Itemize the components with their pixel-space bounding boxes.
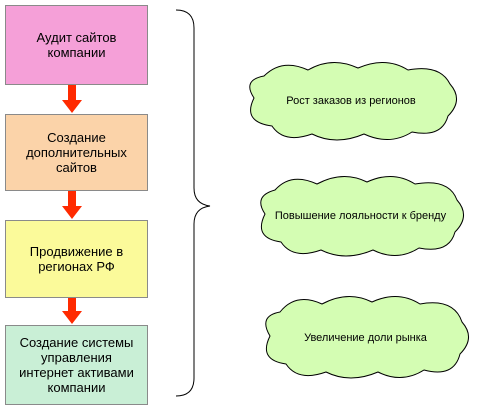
cloud-label-regional-orders: Рост заказов из регионов bbox=[286, 95, 416, 107]
step-label-asset-management: Создание системы управления интернет акт… bbox=[19, 335, 134, 395]
cloud-shape bbox=[260, 176, 464, 257]
step-label-regional-promotion: Продвижение в регионах РФ bbox=[29, 244, 124, 274]
down-arrow-1 bbox=[62, 85, 82, 113]
down-arrow-3 bbox=[62, 298, 82, 324]
step-box-site-audit: Аудит сайтов компании bbox=[5, 5, 148, 85]
outcome-cloud-regional-orders: Рост заказов из регионов bbox=[240, 60, 462, 142]
cloud-shape bbox=[265, 296, 469, 379]
step-box-regional-promotion: Продвижение в регионах РФ bbox=[5, 220, 148, 298]
curly-brace bbox=[175, 9, 211, 397]
cloud-shape bbox=[249, 62, 457, 141]
step-box-extra-sites: Создание дополнительных сайтов bbox=[5, 114, 148, 191]
step-label-site-audit: Аудит сайтов компании bbox=[36, 30, 117, 60]
outcome-cloud-brand-loyalty: Повышение лояльности к бренду bbox=[253, 174, 468, 258]
down-arrow-2 bbox=[62, 191, 82, 219]
step-box-asset-management: Создание системы управления интернет акт… bbox=[5, 325, 148, 405]
step-label-extra-sites: Создание дополнительных сайтов bbox=[26, 130, 127, 175]
outcome-cloud-market-share: Увеличение доли рынка bbox=[258, 294, 473, 381]
cloud-label-brand-loyalty: Повышение лояльности к бренду bbox=[274, 210, 447, 222]
cloud-label-market-share: Увеличение доли рынка bbox=[304, 331, 427, 344]
